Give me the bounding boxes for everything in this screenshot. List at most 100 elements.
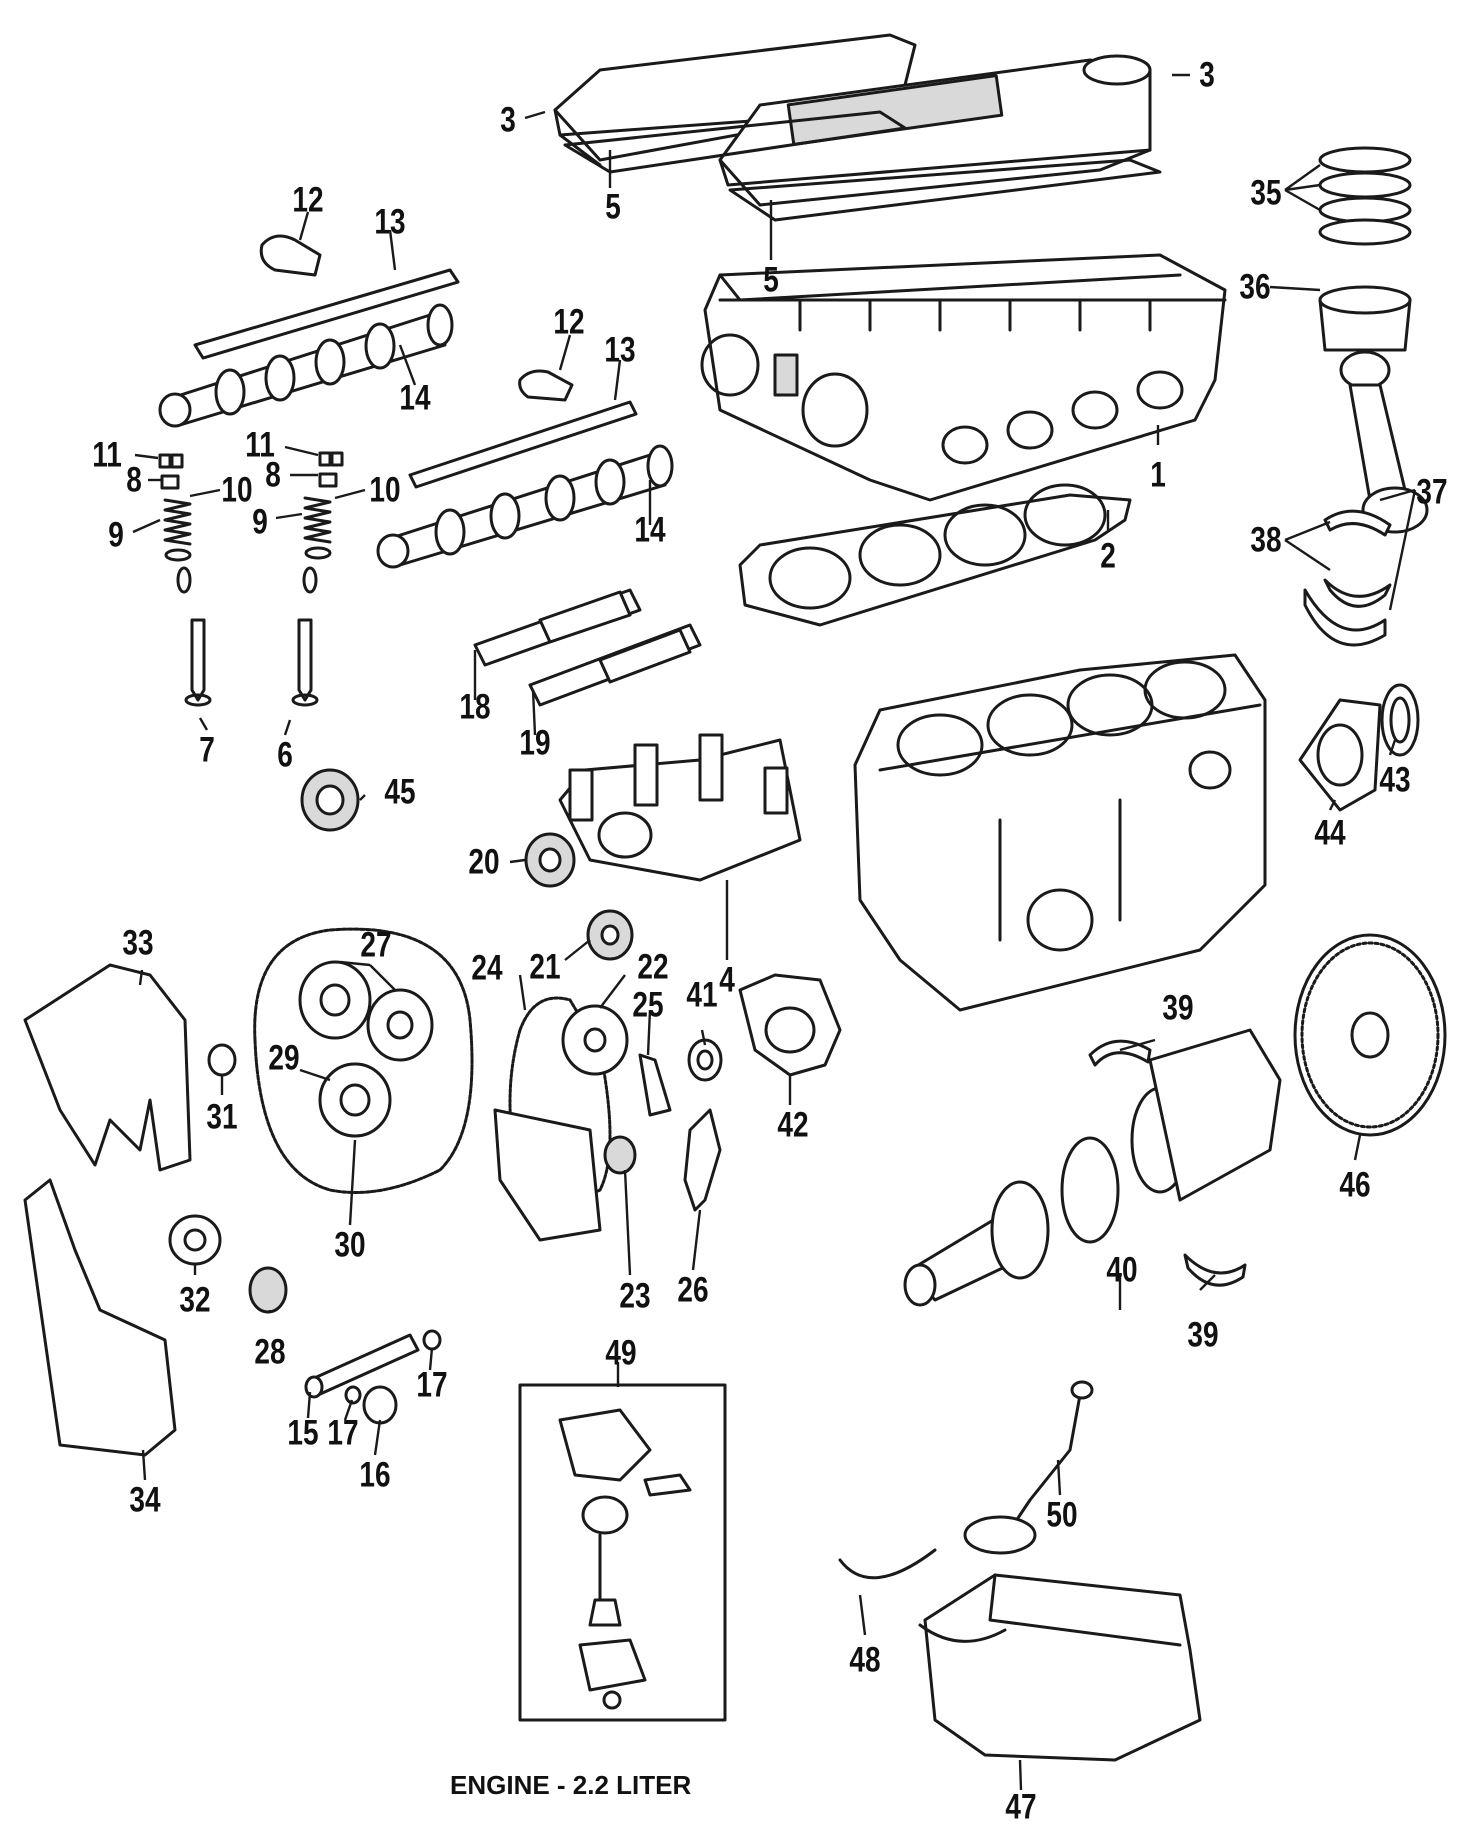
callout-3-right: 3 (1199, 55, 1215, 94)
callout-20: 20 (468, 842, 500, 881)
valve-keepers-left (158, 453, 184, 490)
callout-19: 19 (519, 723, 551, 762)
connecting-rod-37 (1339, 350, 1429, 534)
camshaft-sprocket-27a (298, 960, 372, 1040)
piston-36 (1318, 285, 1412, 352)
callout-31: 31 (206, 1097, 238, 1136)
rear-seal-retainer-44 (1298, 698, 1382, 812)
callout-10-left: 10 (221, 470, 253, 509)
chain-cover-24 (493, 1108, 602, 1242)
callout-6: 6 (277, 735, 293, 774)
callout-2: 2 (1100, 536, 1116, 575)
main-bearing-lower-39 (1183, 1253, 1247, 1287)
valve-intake (291, 618, 319, 707)
rocker-shaft-right (408, 400, 638, 489)
rod-bearings-38 (1323, 509, 1392, 608)
idler-31 (207, 1043, 237, 1077)
camshaft-right (376, 444, 674, 569)
callout-15: 15 (287, 1413, 319, 1452)
callout-5-right: 5 (763, 260, 779, 299)
gear-28 (248, 1266, 288, 1314)
lower-timing-cover-34 (23, 1178, 177, 1457)
callout-49: 49 (605, 1333, 637, 1372)
callout-34: 34 (129, 1480, 161, 1519)
balance-gear-20 (524, 832, 576, 888)
callout-48: 48 (849, 1640, 881, 1679)
callout-43: 43 (1379, 760, 1411, 799)
balance-shaft-lower (528, 623, 702, 707)
balance-shaft-upper (473, 588, 642, 667)
callout-42: 42 (777, 1105, 809, 1144)
callout-23: 23 (619, 1276, 651, 1315)
balance-shaft-carrier (558, 733, 802, 882)
valve-spring-left (163, 498, 192, 594)
callout-18: 18 (459, 687, 491, 726)
callout-27: 27 (360, 925, 392, 964)
callout-39-upper: 39 (1162, 988, 1194, 1027)
balance-sprocket-45 (300, 768, 360, 832)
callout-14-right: 14 (634, 510, 666, 549)
callout-11-left: 11 (92, 435, 122, 474)
callout-22: 22 (637, 947, 669, 986)
callout-12-right: 12 (553, 302, 585, 341)
callout-32: 32 (179, 1280, 211, 1319)
upper-timing-cover-33 (23, 963, 192, 1172)
callout-50: 50 (1046, 1495, 1078, 1534)
callout-29: 29 (268, 1038, 300, 1077)
valve-cover-front (718, 54, 1152, 207)
callout-9-right: 9 (252, 502, 268, 541)
callout-12-left: 12 (292, 180, 324, 219)
oil-pump-kit-box-49 (518, 1383, 727, 1722)
callout-44: 44 (1314, 813, 1346, 852)
callout-26: 26 (677, 1270, 709, 1309)
callout-28: 28 (254, 1332, 286, 1371)
callout-35: 35 (1250, 173, 1282, 212)
head-gasket (738, 483, 1132, 627)
callout-10-right: 10 (369, 470, 401, 509)
callout-39-lower: 39 (1187, 1315, 1219, 1354)
camshaft-sprocket-27b (366, 988, 434, 1062)
callout-41: 41 (686, 975, 718, 1014)
callout-40: 40 (1106, 1250, 1138, 1289)
oil-pump-housing-42 (738, 973, 842, 1077)
valve-keepers-right (318, 451, 344, 488)
callout-3-left: 3 (500, 100, 516, 139)
washer-17b (344, 1385, 362, 1405)
callout-46: 46 (1339, 1165, 1371, 1204)
piston-rings-35 (1318, 146, 1412, 246)
valve-exhaust (184, 618, 212, 707)
callout-36: 36 (1239, 267, 1271, 306)
idler-pulley-32 (168, 1214, 222, 1266)
oil-pickup-50 (963, 1380, 1094, 1555)
callout-16: 16 (359, 1455, 391, 1494)
callout-37: 37 (1416, 472, 1448, 511)
camshaft-left (158, 303, 454, 428)
callout-21: 21 (529, 947, 561, 986)
rocker-arm-right (518, 369, 574, 402)
callout-14-left: 14 (399, 378, 431, 417)
callout-7: 7 (199, 730, 215, 769)
callout-8-right: 8 (265, 455, 281, 494)
oil-pan-47 (923, 1573, 1202, 1762)
callout-9-left: 9 (108, 515, 124, 554)
main-bearing-upper-39 (1088, 1039, 1152, 1067)
flywheel-46 (1293, 933, 1447, 1137)
callout-1: 1 (1150, 455, 1166, 494)
callout-45: 45 (384, 772, 416, 811)
chain-sprocket-23 (603, 1135, 637, 1175)
oil-pan-gasket-48 (838, 1548, 1007, 1643)
callout-4: 4 (719, 960, 735, 999)
callout-33: 33 (122, 923, 154, 962)
callout-30: 30 (334, 1225, 366, 1264)
rocker-shaft-left (193, 268, 460, 360)
chain-sprocket-22 (561, 1004, 629, 1076)
valve-cover-gasket-rear (563, 110, 907, 174)
valve-cover-gasket-front (728, 158, 1162, 222)
callout-24: 24 (471, 948, 503, 987)
callout-17-right: 17 (416, 1365, 448, 1404)
callout-13-left: 13 (374, 202, 406, 241)
sprocket-16 (362, 1385, 398, 1425)
crank-sprocket-29 (318, 1062, 392, 1138)
callout-8-left: 8 (126, 460, 142, 499)
